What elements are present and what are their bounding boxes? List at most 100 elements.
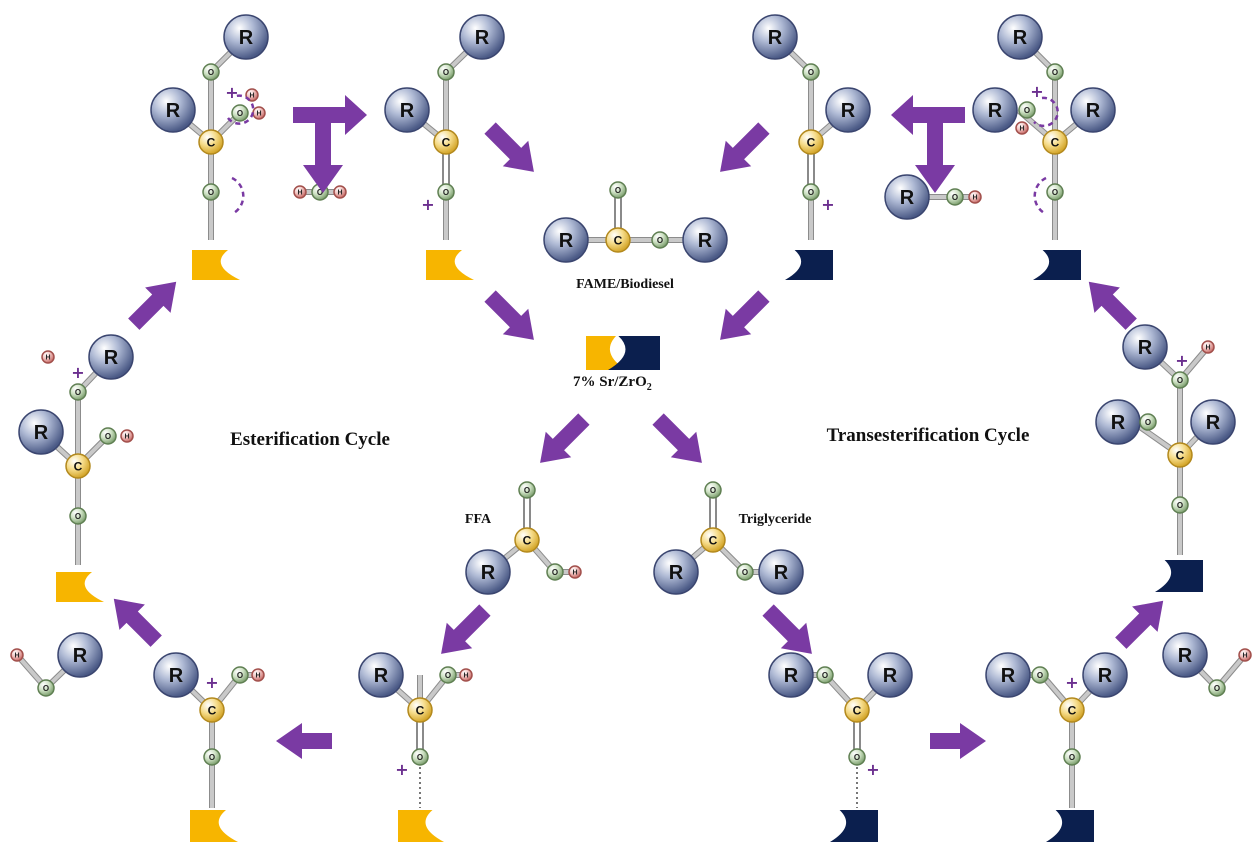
- r-atom-label: R: [784, 665, 799, 687]
- positive-charge: +: [71, 363, 84, 382]
- c-atom: C: [700, 527, 726, 553]
- o-atom-label: O: [105, 432, 111, 441]
- o-atom-label: O: [1037, 671, 1043, 680]
- o-atom-label: O: [208, 68, 214, 77]
- r-atom: R: [653, 549, 699, 595]
- r-atom-label: R: [988, 100, 1003, 122]
- r-atom: R: [752, 14, 798, 60]
- catalyst-site-navy: [608, 336, 660, 370]
- o-atom-label: O: [75, 512, 81, 521]
- o-atom-label: O: [317, 188, 323, 197]
- r-atom: R: [459, 14, 505, 60]
- h-atom: H: [459, 668, 473, 682]
- o-atom: O: [202, 183, 220, 201]
- r-atom: R: [153, 652, 199, 698]
- h-atom: H: [968, 190, 982, 204]
- r-atom: R: [88, 334, 134, 380]
- c-atom: C: [844, 697, 870, 723]
- o-atom-label: O: [1177, 376, 1183, 385]
- r-atom: R: [1082, 652, 1128, 698]
- branch-arrow: [891, 95, 965, 193]
- o-atom-label: O: [742, 568, 748, 577]
- h-atom: H: [252, 106, 266, 120]
- o-atom: O: [202, 63, 220, 81]
- o-atom-label: O: [808, 188, 814, 197]
- r-atom: R: [867, 652, 913, 698]
- catalyst-site-yellow: [56, 572, 104, 602]
- o-atom-label: O: [1052, 68, 1058, 77]
- o-atom-label: O: [657, 236, 663, 245]
- h-atom: H: [1238, 648, 1252, 662]
- triglyceride-label: Triglyceride: [739, 512, 812, 527]
- o-atom: O: [231, 104, 249, 122]
- catalyst-site-yellow: [426, 250, 474, 280]
- o-atom: O: [437, 183, 455, 201]
- c-atom: C: [1042, 129, 1068, 155]
- h-atom: H: [1015, 121, 1029, 135]
- r-atom-label: R: [669, 562, 684, 584]
- r-atom-label: R: [73, 645, 88, 667]
- r-atom-label: R: [239, 27, 254, 49]
- reaction-arrow: [720, 122, 770, 172]
- r-atom: R: [758, 549, 804, 595]
- positive-charge: +: [225, 83, 238, 102]
- reaction-arrow: [720, 290, 770, 340]
- o-atom-label: O: [524, 486, 530, 495]
- c-atom-label: C: [807, 135, 816, 149]
- o-atom-label: O: [208, 188, 214, 197]
- r-atom-label: R: [841, 100, 856, 122]
- o-atom: O: [802, 183, 820, 201]
- r-atom: R: [1122, 324, 1168, 370]
- c-atom-label: C: [523, 533, 532, 547]
- catalysts-layer: [56, 250, 1203, 842]
- c-atom: C: [605, 227, 631, 253]
- positive-charge: +: [1030, 82, 1043, 101]
- o-atom: O: [609, 181, 627, 199]
- branch-arrow: [293, 95, 367, 193]
- o-atom-label: O: [1145, 418, 1151, 427]
- positive-charge: +: [395, 760, 408, 779]
- c-atom-label: C: [442, 135, 451, 149]
- ffa-label: FFA: [465, 512, 492, 527]
- r-atom: R: [997, 14, 1043, 60]
- r-atom-label: R: [1086, 100, 1101, 122]
- h-atom-label: H: [337, 190, 342, 197]
- o-atom: O: [69, 507, 87, 525]
- h-atom-label: H: [1019, 126, 1024, 133]
- c-atom: C: [798, 129, 824, 155]
- catalyst-site-yellow: [586, 336, 626, 370]
- reaction-arrow: [762, 604, 812, 654]
- reaction-arrow: [652, 413, 702, 463]
- r-atom: R: [1095, 399, 1141, 445]
- o-atom-label: O: [417, 753, 423, 762]
- r-atom: R: [57, 632, 103, 678]
- positive-charge: +: [1065, 673, 1078, 692]
- o-atom-label: O: [1177, 501, 1183, 510]
- r-atom-label: R: [900, 187, 915, 209]
- h-atom-label: H: [255, 673, 260, 680]
- o-atom: O: [651, 231, 669, 249]
- o-atom-label: O: [75, 388, 81, 397]
- r-atom: R: [465, 549, 511, 595]
- o-atom: O: [736, 563, 754, 581]
- o-atom: O: [203, 748, 221, 766]
- o-atom: O: [99, 427, 117, 445]
- o-atom-label: O: [854, 753, 860, 762]
- c-atom-label: C: [208, 703, 217, 717]
- o-atom-label: O: [952, 193, 958, 202]
- r-atom: R: [682, 217, 728, 263]
- r-atom: R: [223, 14, 269, 60]
- catalyst-site-navy: [830, 810, 878, 842]
- h-atom: H: [41, 350, 55, 364]
- r-atom-label: R: [34, 422, 49, 444]
- o-atom-label: O: [1024, 106, 1030, 115]
- catalyst-site-navy: [1155, 560, 1203, 592]
- h-atom-label: H: [14, 653, 19, 660]
- h-atom: H: [10, 648, 24, 662]
- c-atom: C: [65, 453, 91, 479]
- electron-push-arrow: [1033, 176, 1047, 216]
- o-atom-label: O: [443, 188, 449, 197]
- o-atom: O: [437, 63, 455, 81]
- h-atom: H: [568, 565, 582, 579]
- o-atom: O: [946, 188, 964, 206]
